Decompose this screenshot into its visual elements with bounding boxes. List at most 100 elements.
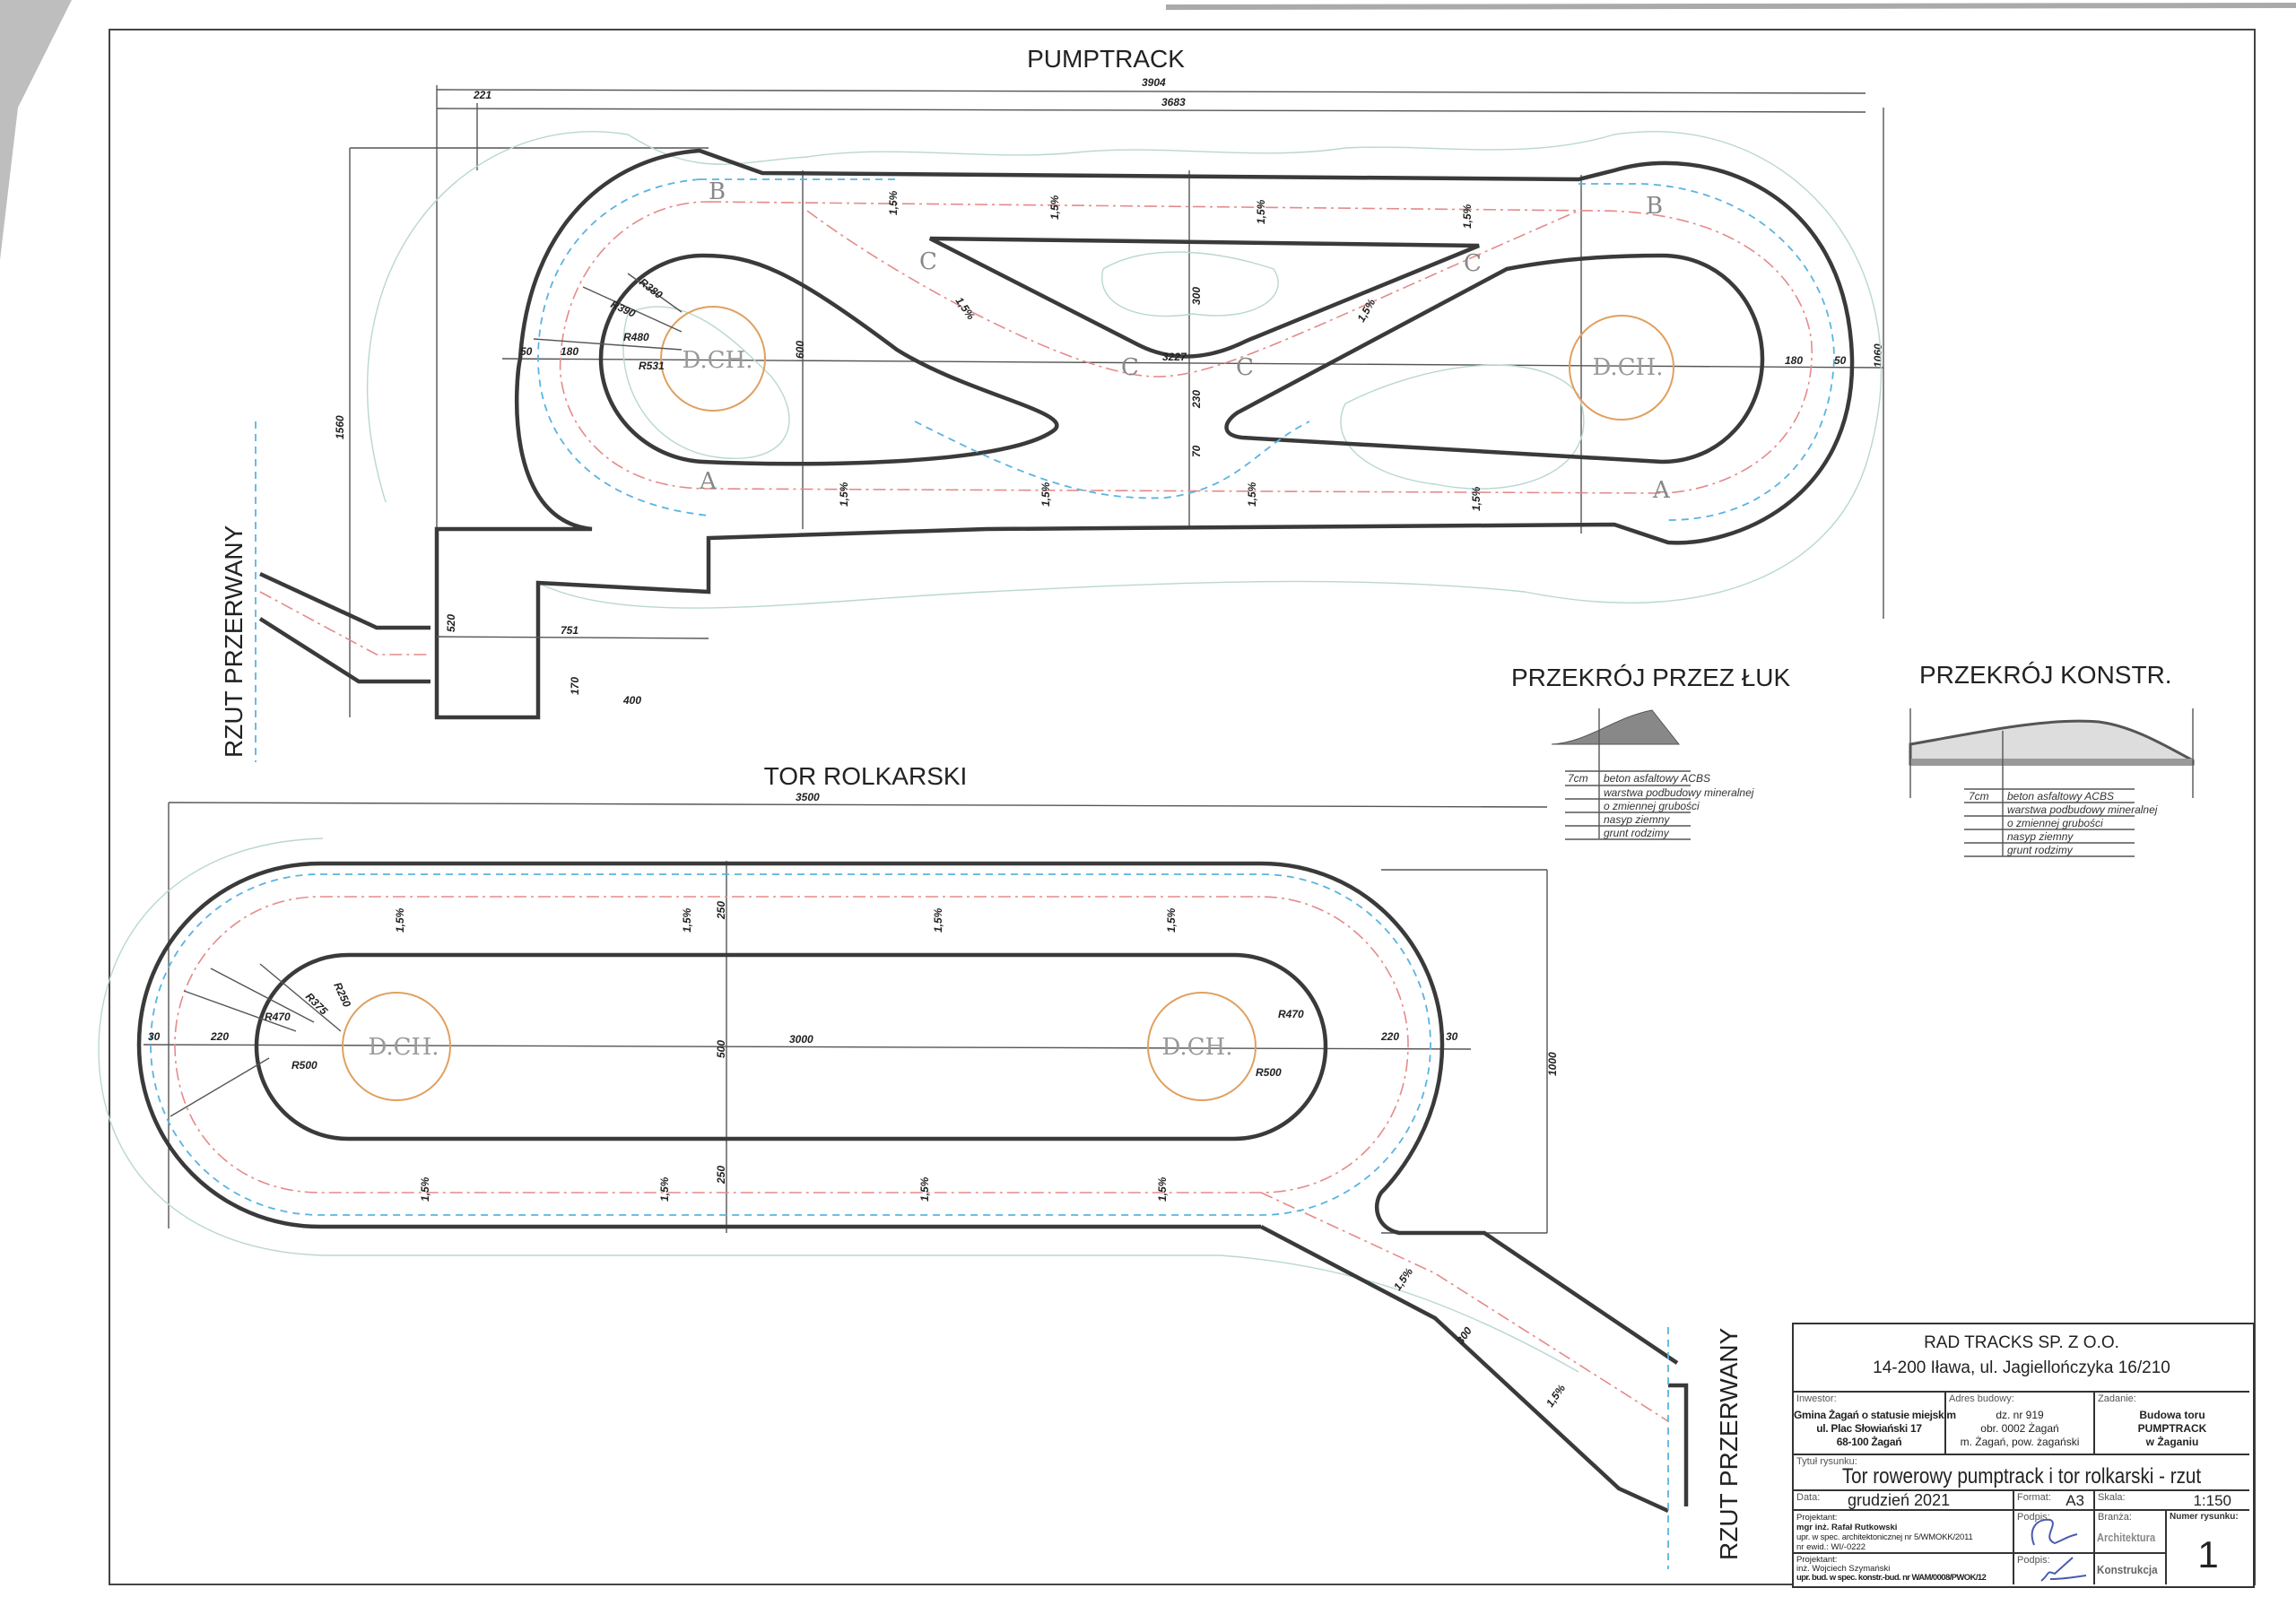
marker-c: C [919, 248, 937, 275]
slope-label: 1,5% [1156, 1176, 1169, 1202]
dim-tail-width: 751 [561, 624, 578, 637]
dim-roller-edge: 30 [148, 1030, 161, 1043]
dch-label-left: D.CH. [682, 347, 752, 374]
broken-view-label-top: RZUT PRZERWANY [220, 525, 248, 758]
dim-roller-overall: 3500 [796, 791, 820, 803]
drawing-title-label: Tytuł rysunku: [1796, 1456, 1857, 1467]
slope-label: 1,5% [1039, 482, 1052, 507]
dim-roller-lane-w: 220 [1380, 1030, 1399, 1043]
dim-r480: R480 [623, 331, 649, 343]
marker-a: A [1652, 477, 1671, 504]
layer-thickness: 7cm [1568, 772, 1588, 785]
section-constr-title: PRZEKRÓJ KONSTR. [1919, 661, 2172, 689]
dim-300: 300 [1190, 287, 1203, 305]
site-line: dz. nr 919 [1996, 1409, 2044, 1421]
dim-height: 1560 [334, 415, 346, 439]
signature-2 [2040, 1557, 2087, 1582]
layer-variable: o zmiennej grubości [2007, 817, 2103, 829]
designer1-license: upr. w spec. architektonicznej nr 5/WMOK… [1796, 1532, 1973, 1542]
slope-label: 1,5% [1391, 1265, 1415, 1293]
dch-label-left: D.CH. [368, 1034, 439, 1061]
dim-r531: R531 [639, 360, 665, 372]
layer-native-soil: grunt rodzimy [2007, 844, 2074, 856]
dim-tail-height: 520 [445, 614, 457, 632]
broken-view-label-bottom: RZUT PRZERWANY [1715, 1327, 1743, 1560]
dim-overall: 3904 [1142, 76, 1166, 89]
section-arc-title: PRZEKRÓJ PRZEZ ŁUK [1511, 664, 1790, 691]
slope-label: 1,5% [681, 907, 693, 933]
slope-label: 1,5% [918, 1176, 931, 1202]
scale-value: 1:150 [2193, 1492, 2231, 1509]
date-label: Data: [1796, 1492, 1821, 1503]
slope-label: 1,5% [887, 190, 900, 215]
slope-label: 1,5% [953, 295, 978, 323]
slope-label: 1,5% [1165, 907, 1178, 933]
slope-label: 1,5% [1255, 199, 1267, 224]
layer-base: warstwa podbudowy mineralnej [2007, 803, 2158, 816]
dim-roller-edge: 30 [1446, 1030, 1458, 1043]
dim-width-right: 180 [1785, 354, 1803, 367]
layer-fill: nasyp ziemny [1604, 813, 1670, 826]
scan-edge [1165, 3, 2296, 10]
slope-label: 1,5% [419, 1176, 431, 1202]
marker-c: C [1236, 354, 1254, 381]
slope-label: 1,5% [932, 907, 944, 933]
dim-roller-r500: R500 [291, 1059, 317, 1072]
slope-label: 1,5% [1461, 204, 1474, 229]
format-value: A3 [2066, 1492, 2084, 1509]
designer1-name: mgr inż. Rafał Rutkowski [1796, 1523, 1898, 1532]
format-label: Format: [2017, 1492, 2051, 1503]
dim-r390: R390 [609, 298, 638, 320]
dim-edge: 50 [520, 345, 533, 358]
company-name: RAD TRACKS SP. Z O.O. [1924, 1333, 2119, 1352]
designer1-reg: nr ewid.: WI/-0222 [1796, 1542, 1866, 1552]
dim-roller-height: 1000 [1546, 1052, 1559, 1076]
pumptrack-title: PUMPTRACK [1027, 45, 1185, 73]
dim-roller-r250: R250 [331, 980, 353, 1009]
dim-230: 230 [1190, 390, 1203, 409]
dim-roller-r500: R500 [1256, 1066, 1282, 1079]
section-construction: PRZEKRÓJ KONSTR. 7cm beton asfaltowy ACB… [1909, 661, 2195, 857]
branch-architecture: Architektura [2097, 1531, 2156, 1544]
branch-construction: Konstrukcja [2097, 1563, 2158, 1576]
dim-tail-400: 400 [622, 694, 641, 707]
pumptrack-plan: PUMPTRACK 221 3904 3683 1560 1060 [255, 45, 1884, 762]
dim-width: 180 [561, 345, 578, 358]
dim-roller-lane-w: 220 [210, 1030, 229, 1043]
branch-label: Branża: [2098, 1512, 2132, 1523]
drawing-title: Tor rowerowy pumptrack i tor rolkarski -… [1841, 1464, 2202, 1488]
dim-roller-tail: 300 [1454, 1324, 1474, 1347]
dim-offset: 221 [473, 89, 491, 101]
dim-center-width: 600 [794, 341, 806, 359]
layer-variable: o zmiennej grubości [1604, 800, 1700, 812]
dim-roller-lane: 250 [715, 901, 727, 920]
designer1-label: Projektant: [1796, 1513, 1838, 1523]
task-label: Zadanie: [2098, 1393, 2136, 1404]
marker-c: C [1121, 354, 1139, 381]
slope-label: 1,5% [838, 482, 850, 507]
dim-edge-right: 50 [1834, 354, 1847, 367]
designer2-license: upr. bud. w spec. konstr.-bud. nr WAM/00… [1796, 1573, 1987, 1583]
dim-roller-straight: 3000 [789, 1033, 813, 1046]
site-label: Adres budowy: [1949, 1393, 2014, 1404]
layer-base: warstwa podbudowy mineralnej [1604, 786, 1754, 799]
layer-native-soil: grunt rodzimy [1604, 827, 1670, 839]
investor-line: 68-100 Żagań [1836, 1436, 1902, 1448]
task-line: Budowa toru [2139, 1409, 2205, 1421]
layer-thickness: 7cm [1969, 790, 1989, 803]
slope-label: 1,5% [658, 1176, 671, 1202]
layer-asphalt: beton asfaltowy ACBS [2007, 790, 2114, 803]
slope-label: 1,5% [1246, 482, 1258, 507]
dim-height-right: 1060 [1872, 343, 1884, 368]
dim-roller-lane: 250 [715, 1166, 727, 1185]
investor-line: ul. Plac Słowiański 17 [1816, 1422, 1922, 1435]
task-line: PUMPTRACK [2137, 1422, 2207, 1435]
slope-label: 1,5% [1470, 486, 1483, 511]
signature-1 [2031, 1518, 2078, 1546]
scale-label: Skala: [2098, 1492, 2126, 1503]
site-line: m. Żagań, pow. żagański [1960, 1436, 2080, 1448]
roller-title: TOR ROLKARSKI [764, 762, 968, 790]
sheet-border [109, 29, 2256, 1585]
dch-label-right: D.CH. [1161, 1034, 1232, 1061]
